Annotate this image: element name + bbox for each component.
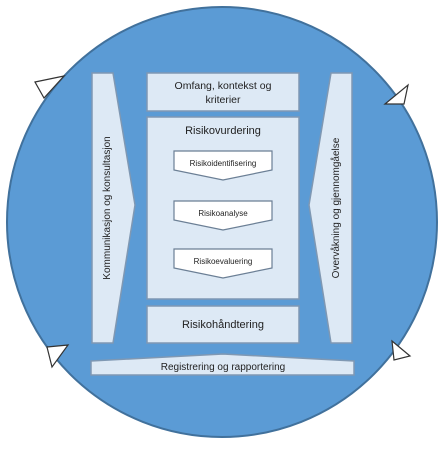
scope-box-label-line2: kriterier (205, 94, 241, 106)
cycle-arrowhead-bottom-left-icon (46, 344, 70, 369)
communication-arrow-label: Kommunikasjon og konsultasjon (102, 136, 113, 279)
cycle-arrowhead-top-left-icon (34, 75, 66, 100)
risk-identification-step (173, 150, 273, 181)
recording-reporting-bar (90, 353, 355, 376)
recording-reporting-label: Registrering og rapportering (161, 362, 286, 373)
risk-analysis-label: Risikoanalyse (198, 209, 248, 218)
risk-evaluation-label: Risikoevaluering (194, 257, 253, 266)
risk-identification-label: Risikoidentifisering (190, 159, 257, 168)
risk-treatment-label: Risikohåndtering (182, 319, 264, 331)
risk-treatment-box (146, 305, 300, 344)
risk-evaluation-step (173, 248, 273, 279)
risk-analysis-step (173, 200, 273, 231)
risk-assessment-title: Risikovurdering (185, 125, 261, 137)
communication-arrow (91, 72, 136, 344)
cycle-arrowhead-top-right-icon (383, 83, 409, 105)
monitoring-arrow-label: Overvåkning og gjennomgåelse (330, 137, 342, 278)
cycle-arrowhead-bottom-right-icon (391, 339, 412, 361)
scope-box-label-line1: Omfang, kontekst og (175, 80, 272, 92)
monitoring-arrow (308, 72, 353, 344)
scope-context-criteria-box (146, 72, 300, 112)
